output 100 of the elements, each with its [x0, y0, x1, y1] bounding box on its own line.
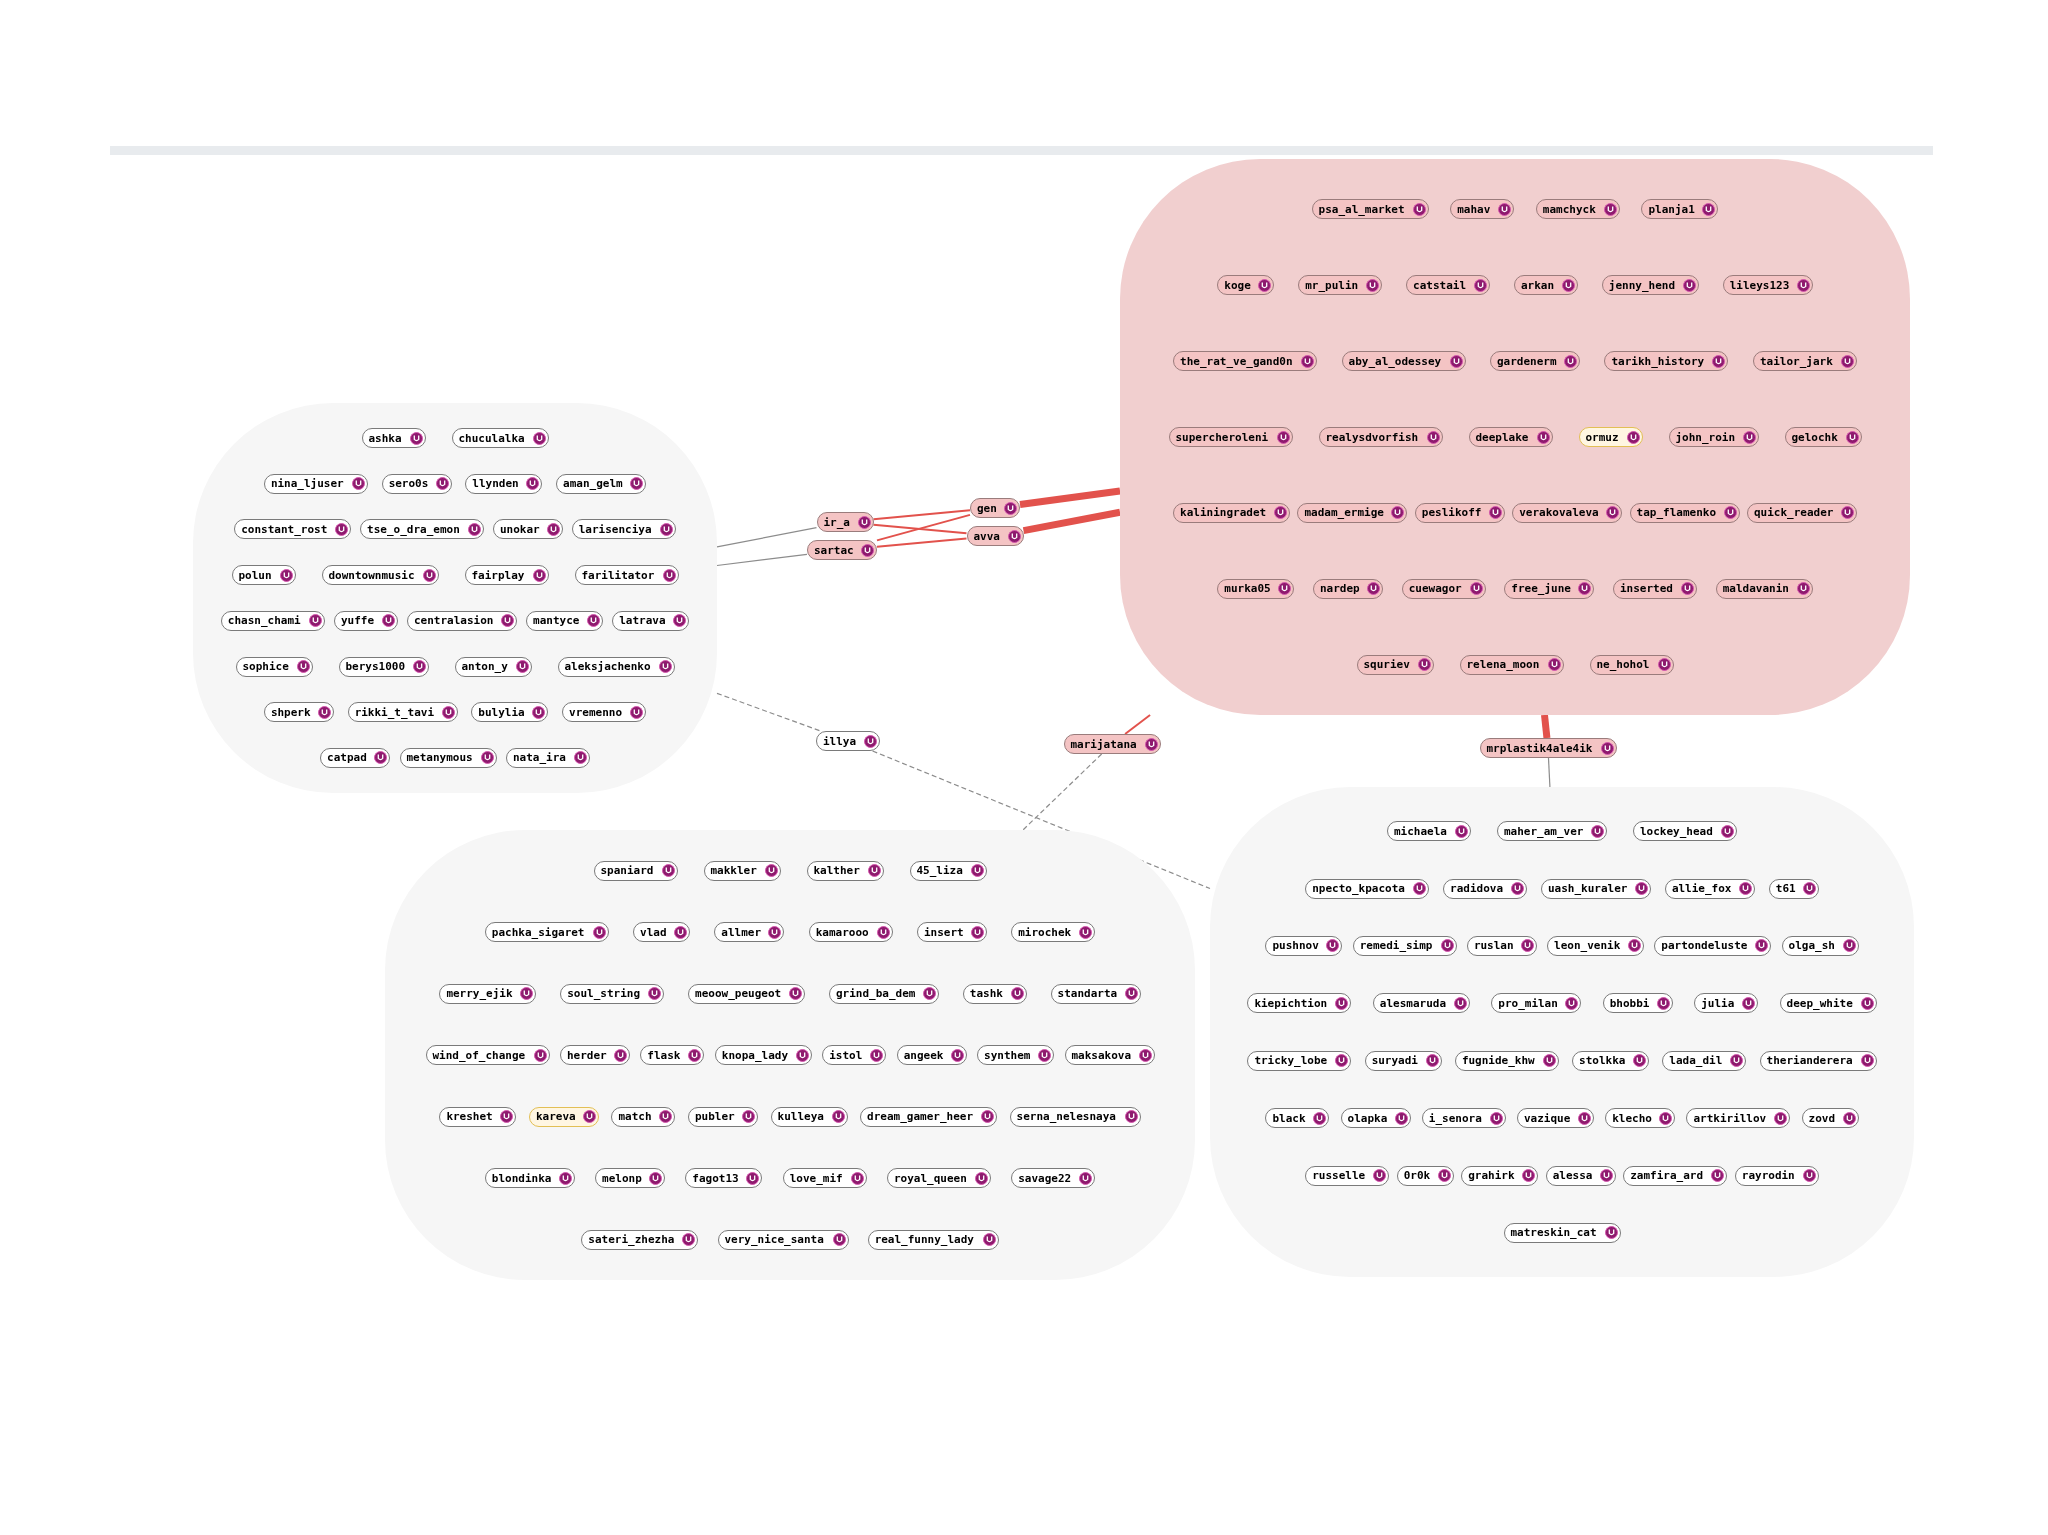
user-node: [1063, 734, 1161, 754]
username: supercheroleni: [1175, 431, 1269, 443]
user-node: [1168, 427, 1293, 447]
user-node: [1396, 1165, 1454, 1186]
user-node: [381, 473, 452, 494]
user-node: [1009, 1106, 1141, 1127]
username: t61: [1775, 883, 1796, 894]
username: mamchyck: [1542, 203, 1596, 215]
username: rayrodin: [1741, 1170, 1795, 1181]
user-node: [263, 702, 334, 723]
user-node: [806, 860, 884, 881]
username: nardep: [1320, 583, 1360, 595]
user-node: [1459, 654, 1564, 675]
username: herder: [566, 1049, 607, 1061]
user-node: [581, 1229, 699, 1250]
username: meoow_peugeot: [695, 988, 782, 999]
username: realysdvorfish: [1325, 431, 1419, 443]
user-node: [1313, 578, 1383, 599]
connection-line: [1022, 753, 1103, 831]
username: maldavanin: [1722, 583, 1789, 595]
username: latrava: [619, 615, 666, 627]
username: koge: [1224, 279, 1251, 291]
user-node: [1541, 878, 1651, 899]
username: mirochek: [1018, 926, 1072, 938]
user-node: [1668, 427, 1759, 447]
user-node: [231, 565, 296, 586]
user-node: [235, 656, 313, 677]
connection-line: [716, 692, 822, 732]
username: klecho: [1612, 1112, 1652, 1124]
user-node: [1784, 427, 1862, 447]
username: kiepichtion: [1254, 997, 1328, 1009]
user-node: [320, 747, 391, 768]
user-node: [484, 922, 609, 942]
user-node: [263, 473, 368, 494]
user-node: [471, 702, 549, 723]
user-node: [807, 540, 877, 560]
username: psa_al_market: [1318, 203, 1405, 215]
user-node: [1654, 935, 1772, 956]
username: bulylia: [478, 706, 525, 718]
username: savage22: [1018, 1172, 1072, 1184]
user-node: [1340, 1108, 1411, 1129]
username: marijatana: [1070, 738, 1137, 750]
user-node: [1064, 1045, 1155, 1065]
username: kaliningradet: [1180, 507, 1267, 519]
username: maksakova: [1071, 1049, 1132, 1061]
user-node: [220, 610, 325, 631]
user-node: [1265, 1108, 1330, 1129]
user-node: [633, 922, 691, 942]
username: maher_am_ver: [1504, 825, 1584, 837]
username: zamfira_ard: [1630, 1170, 1704, 1181]
user-node: [770, 1106, 848, 1127]
user-cluster: [1120, 159, 1910, 715]
user-node: [1715, 578, 1813, 599]
username: merry_ejik: [446, 988, 513, 999]
username: llynden: [472, 478, 519, 490]
user-node: [593, 860, 678, 881]
user-node: [560, 983, 665, 1004]
user-node: [717, 1229, 849, 1250]
user-node: [1601, 275, 1699, 295]
user-node: [574, 565, 679, 586]
user-node: [333, 610, 398, 631]
username: the_rat_ve_gand0n: [1180, 355, 1293, 367]
username: ashka: [368, 432, 402, 444]
user-node: [1372, 993, 1470, 1014]
user-node: [1247, 1050, 1352, 1071]
username: i_senora: [1428, 1112, 1482, 1124]
username: soul_string: [567, 988, 641, 999]
username: centralasion: [414, 615, 494, 627]
user-node: [714, 1045, 812, 1065]
username: mrplastik4ale4ik: [1486, 742, 1593, 754]
username: ne_hohol: [1596, 659, 1650, 671]
username: aleksjachenko: [564, 661, 651, 672]
user-node: [816, 731, 880, 751]
user-node: [1752, 351, 1857, 371]
user-node: [1633, 821, 1737, 842]
user-node: [1490, 351, 1580, 371]
user-node: [688, 1106, 758, 1127]
user-node: [1512, 503, 1623, 523]
username: mantyce: [533, 615, 580, 627]
username: unokar: [499, 523, 540, 535]
user-node: [1173, 351, 1318, 371]
user-node: [1414, 503, 1505, 523]
user-cluster: [1210, 787, 1914, 1277]
username: synthem: [984, 1049, 1031, 1061]
user-node: [528, 1106, 599, 1127]
connection-line: [1541, 714, 1551, 739]
user-node: [451, 428, 549, 449]
user-node: [977, 1045, 1055, 1065]
user-node: [916, 922, 987, 942]
username: istol: [829, 1049, 863, 1061]
username: therianderera: [1766, 1055, 1853, 1067]
user-node: [1247, 993, 1352, 1014]
user-node: [1356, 654, 1434, 675]
user-node: [1686, 1108, 1791, 1129]
username: sartac: [814, 544, 854, 556]
user-node: [1173, 503, 1291, 523]
user-node: [1722, 275, 1813, 295]
connection-line: [872, 523, 968, 535]
username: madam_ermige: [1304, 507, 1384, 519]
username: quick_reader: [1753, 507, 1834, 519]
